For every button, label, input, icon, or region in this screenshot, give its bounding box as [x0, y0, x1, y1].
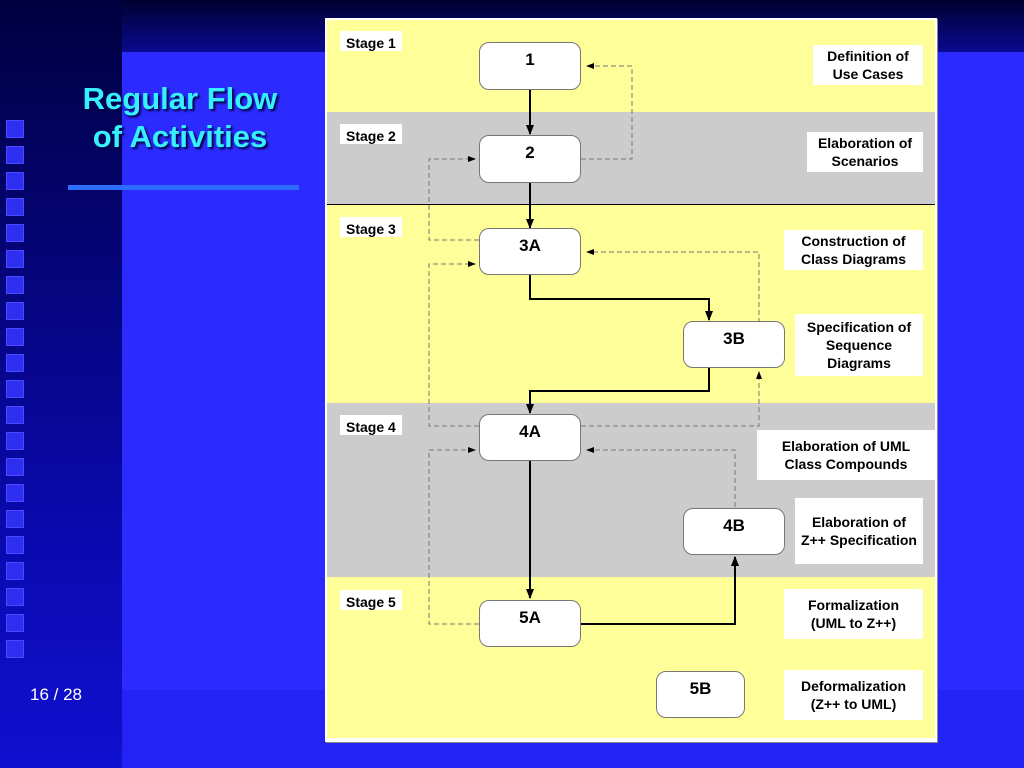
slide-title-line-1: Regular Flow: [82, 81, 278, 116]
decorative-square: [6, 588, 24, 606]
decorative-squares: [6, 120, 30, 680]
description-1: Definition of Use Cases: [813, 45, 923, 85]
node-3a: 3A: [479, 228, 581, 275]
node-2: 2: [479, 135, 581, 183]
slide-title: Regular Flow of Activities: [60, 80, 300, 156]
node-5b: 5B: [656, 671, 745, 718]
stage-divider: [327, 204, 935, 205]
decorative-square: [6, 614, 24, 632]
decorative-square: [6, 146, 24, 164]
page-number: 16 / 28: [30, 685, 82, 704]
description-2: Elaboration of Scenarios: [807, 132, 923, 172]
stage-label-4: Stage 4: [340, 415, 402, 435]
node-1: 1: [479, 42, 581, 90]
description-3b: Specification of Sequence Diagrams: [795, 314, 923, 376]
flow-diagram: Stage 1 Stage 2 Stage 3 Stage 4 Stage 5 …: [325, 18, 937, 742]
node-5a: 5A: [479, 600, 581, 647]
node-4b: 4B: [683, 508, 785, 555]
decorative-square: [6, 458, 24, 476]
node-3b: 3B: [683, 321, 785, 368]
description-4b: Elaboration of Z++ Specification: [795, 498, 923, 564]
decorative-square: [6, 120, 24, 138]
title-underline: [68, 185, 299, 190]
stage-label-3: Stage 3: [340, 217, 402, 237]
decorative-square: [6, 432, 24, 450]
decorative-square: [6, 536, 24, 554]
decorative-square: [6, 406, 24, 424]
decorative-square: [6, 172, 24, 190]
decorative-square: [6, 562, 24, 580]
stage-label-2: Stage 2: [340, 124, 402, 144]
decorative-square: [6, 354, 24, 372]
slide-title-line-2: of Activities: [92, 119, 268, 154]
decorative-square: [6, 302, 24, 320]
decorative-square: [6, 328, 24, 346]
description-3a: Construction of Class Diagrams: [784, 230, 923, 270]
decorative-square: [6, 250, 24, 268]
description-4a: Elaboration of UML Class Compounds: [757, 430, 935, 480]
decorative-square: [6, 640, 24, 658]
description-5b: Deformalization (Z++ to UML): [784, 670, 923, 720]
stage-label-1: Stage 1: [340, 31, 402, 51]
decorative-square: [6, 484, 24, 502]
decorative-square: [6, 380, 24, 398]
description-5a: Formalization (UML to Z++): [784, 589, 923, 639]
decorative-square: [6, 510, 24, 528]
stage-label-5: Stage 5: [340, 590, 402, 610]
node-4a: 4A: [479, 414, 581, 461]
decorative-square: [6, 224, 24, 242]
decorative-square: [6, 198, 24, 216]
decorative-square: [6, 276, 24, 294]
